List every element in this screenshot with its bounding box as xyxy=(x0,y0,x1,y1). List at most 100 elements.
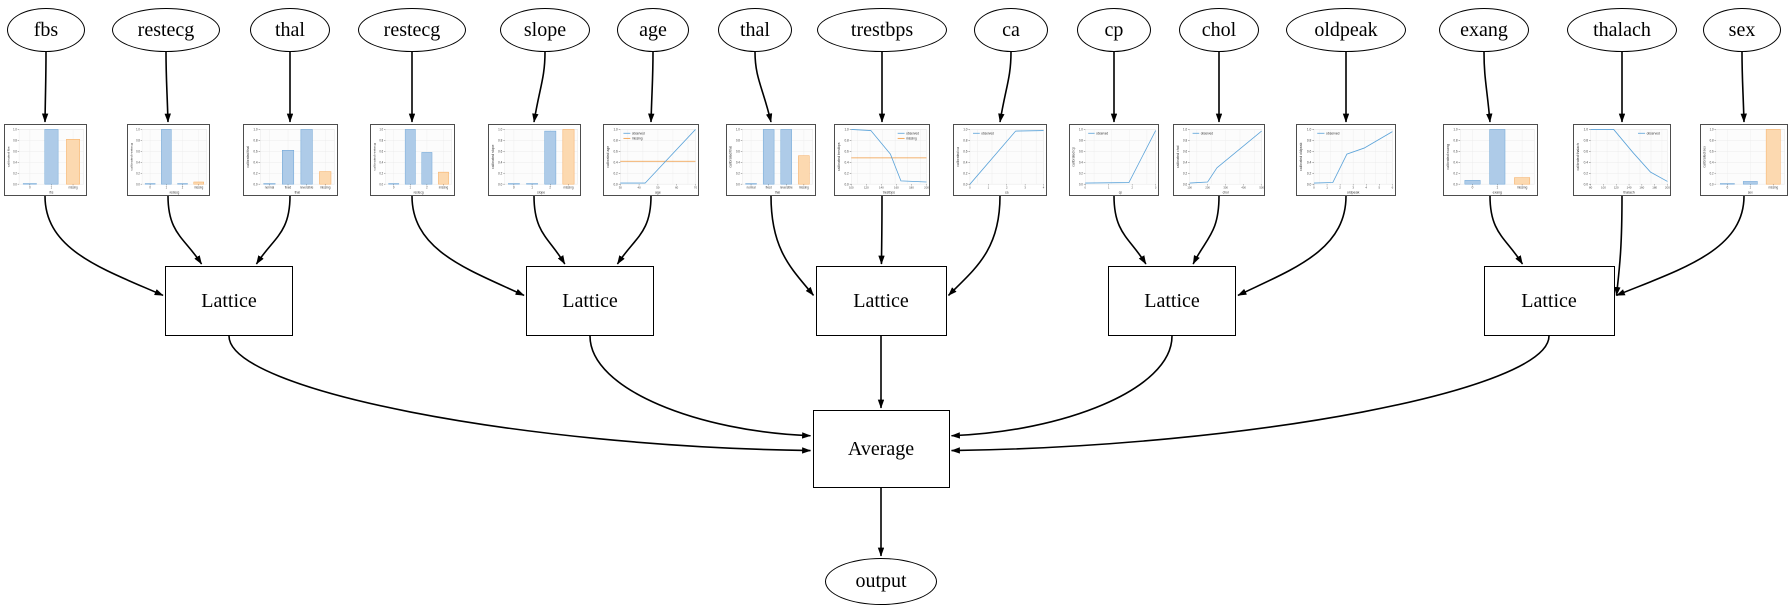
feature-node-sex-14[interactable]: sex xyxy=(1703,8,1781,52)
svg-text:missing: missing xyxy=(438,185,448,189)
svg-text:1: 1 xyxy=(409,185,411,189)
feature-node-cp-9[interactable]: cp xyxy=(1077,8,1151,52)
svg-text:0.4: 0.4 xyxy=(1710,160,1714,164)
svg-text:2: 2 xyxy=(1339,186,1341,190)
svg-text:0.0: 0.0 xyxy=(1453,182,1458,186)
svg-text:fixed: fixed xyxy=(284,186,291,190)
svg-text:0.2: 0.2 xyxy=(1453,171,1458,175)
svg-text:calibrated restecg: calibrated restecg xyxy=(372,143,376,171)
svg-text:0.0: 0.0 xyxy=(736,182,740,186)
svg-text:calibrated thalach: calibrated thalach xyxy=(1576,143,1580,170)
svg-text:calibrated fbs: calibrated fbs xyxy=(6,146,10,167)
feature-node-slope-4[interactable]: slope xyxy=(500,8,590,52)
svg-text:missing: missing xyxy=(1768,185,1778,189)
svg-text:0.6: 0.6 xyxy=(613,150,618,154)
svg-text:180: 180 xyxy=(909,186,914,190)
svg-text:1.0: 1.0 xyxy=(136,127,140,131)
feature-node-label: oldpeak xyxy=(1314,18,1378,41)
svg-text:0.6: 0.6 xyxy=(136,149,140,153)
feature-node-thalach-13[interactable]: thalach xyxy=(1567,8,1677,52)
svg-text:0.2: 0.2 xyxy=(736,171,740,175)
svg-text:0.8: 0.8 xyxy=(963,139,968,143)
feature-node-ca-8[interactable]: ca xyxy=(974,8,1048,52)
svg-text:1: 1 xyxy=(531,186,533,190)
svg-text:0.8: 0.8 xyxy=(1183,139,1187,143)
svg-text:0.6: 0.6 xyxy=(736,149,740,153)
lattice-node-label: Lattice xyxy=(201,289,257,312)
average-node[interactable]: Average xyxy=(812,410,950,488)
svg-text:1.0: 1.0 xyxy=(736,128,740,132)
svg-text:0.4: 0.4 xyxy=(379,160,383,164)
feature-node-label: thalach xyxy=(1593,18,1651,41)
feature-node-trestbps-7[interactable]: trestbps xyxy=(817,8,947,52)
svg-text:0.0: 0.0 xyxy=(1710,182,1714,186)
svg-text:1.0: 1.0 xyxy=(1453,128,1458,132)
average-node-label: Average xyxy=(847,437,915,460)
feature-node-restecg-3[interactable]: restecg xyxy=(358,8,466,52)
svg-text:thal: thal xyxy=(775,191,780,195)
svg-text:0.6: 0.6 xyxy=(1307,150,1312,154)
svg-text:0.0: 0.0 xyxy=(1584,182,1589,186)
feature-node-exang-12[interactable]: exang xyxy=(1439,8,1529,52)
lattice-node-1[interactable]: Lattice xyxy=(165,266,293,336)
feature-node-thal-2[interactable]: thal xyxy=(250,8,330,52)
feature-node-age-5[interactable]: age xyxy=(617,8,689,52)
lattice-node-3[interactable]: Lattice xyxy=(815,266,947,336)
lattice-node-4[interactable]: Lattice xyxy=(1108,266,1236,336)
svg-text:0.8: 0.8 xyxy=(1710,139,1714,143)
feature-node-thal-6[interactable]: thal xyxy=(718,8,792,52)
output-node[interactable]: output xyxy=(825,558,937,605)
svg-text:calibrated exang: calibrated exang xyxy=(1445,144,1449,170)
feature-node-fbs-0[interactable]: fbs xyxy=(7,8,85,52)
feature-node-chol-10[interactable]: chol xyxy=(1179,8,1259,52)
svg-text:calibrated restecg: calibrated restecg xyxy=(129,143,133,171)
feature-node-restecg-1[interactable]: restecg xyxy=(112,8,220,52)
svg-text:0.2: 0.2 xyxy=(613,171,618,175)
svg-text:160: 160 xyxy=(894,186,899,190)
svg-text:reversible: reversible xyxy=(780,186,793,190)
svg-text:0: 0 xyxy=(149,185,151,189)
svg-text:100: 100 xyxy=(849,186,854,190)
svg-text:0: 0 xyxy=(1727,185,1729,189)
svg-text:missing: missing xyxy=(799,186,809,190)
svg-text:0.4: 0.4 xyxy=(13,160,17,164)
svg-text:1.0: 1.0 xyxy=(13,127,17,131)
svg-text:0.8: 0.8 xyxy=(13,138,17,142)
lattice-node-5[interactable]: Lattice xyxy=(1483,266,1615,336)
feature-node-oldpeak-11[interactable]: oldpeak xyxy=(1286,8,1406,52)
lattice-node-label: Lattice xyxy=(562,289,618,312)
svg-text:0.6: 0.6 xyxy=(1079,149,1083,153)
lattice-node-2[interactable]: Lattice xyxy=(526,266,654,336)
svg-text:400: 400 xyxy=(1241,186,1246,190)
feature-node-label: exang xyxy=(1460,18,1508,41)
svg-text:missing: missing xyxy=(563,186,574,190)
svg-text:0.4: 0.4 xyxy=(136,160,140,164)
svg-text:0.2: 0.2 xyxy=(844,171,849,175)
svg-text:0.0: 0.0 xyxy=(498,182,502,186)
svg-text:cp: cp xyxy=(1119,191,1123,195)
svg-text:0.8: 0.8 xyxy=(736,139,740,143)
svg-text:0.6: 0.6 xyxy=(13,149,17,153)
svg-text:restecg: restecg xyxy=(169,190,179,194)
svg-text:0.2: 0.2 xyxy=(1079,171,1083,175)
svg-text:0.4: 0.4 xyxy=(963,161,968,165)
feature-node-label: chol xyxy=(1201,18,1237,41)
svg-text:normal: normal xyxy=(747,186,756,190)
svg-text:trestbps: trestbps xyxy=(883,191,896,195)
